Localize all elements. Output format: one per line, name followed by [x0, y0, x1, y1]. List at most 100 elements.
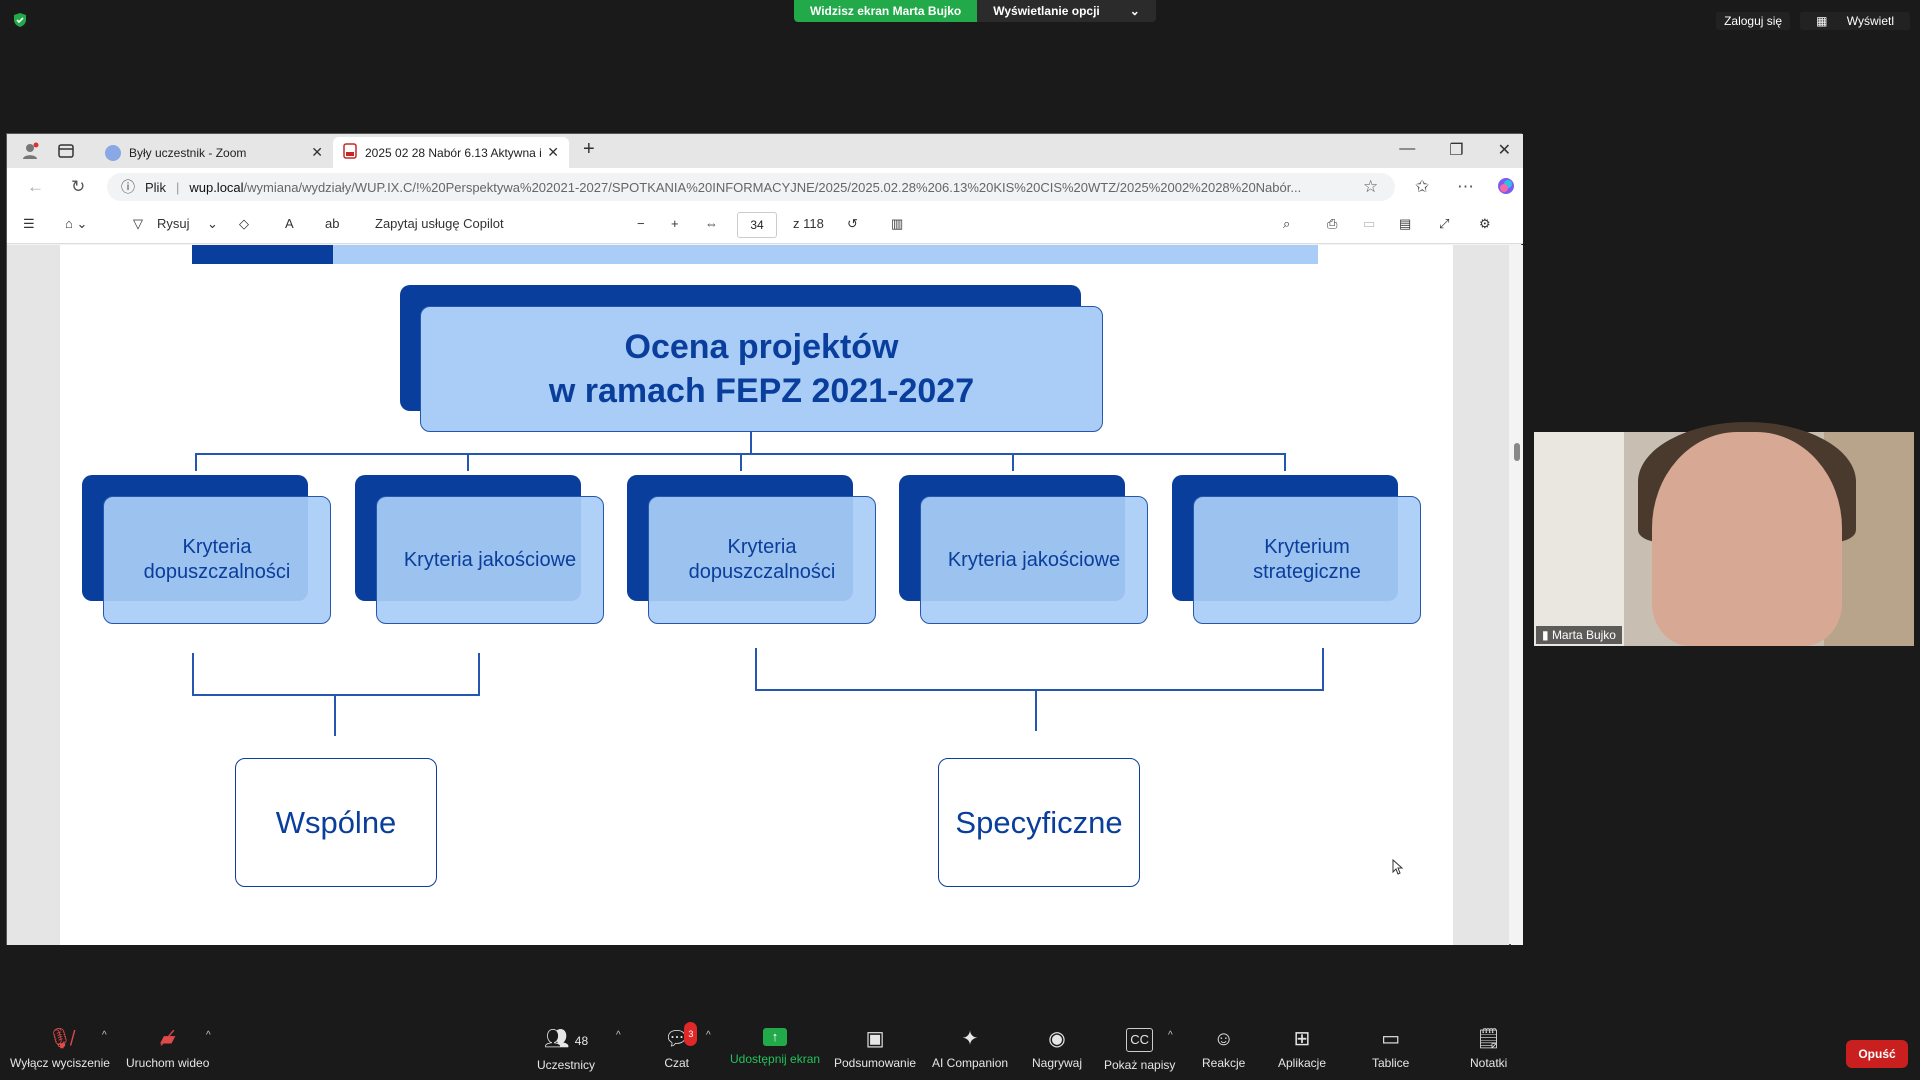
reactions-label: Reakcje — [1202, 1056, 1246, 1070]
chevron-up-icon[interactable]: ^ — [206, 1030, 211, 1041]
draw-label[interactable]: Rysuj — [157, 216, 190, 231]
fullscreen-icon[interactable]: ⤢ — [1439, 216, 1450, 231]
highlight-icon[interactable]: ⌂ ⌄ — [65, 216, 88, 231]
zoom-top-bar: Widzisz ekran Marta Bujko Wyświetlanie o… — [0, 0, 1920, 40]
record-button[interactable]: ◉ Nagrywaj — [1032, 1028, 1082, 1070]
connector — [740, 453, 742, 471]
close-icon[interactable]: ✕ — [311, 144, 323, 160]
shield-icon[interactable] — [12, 12, 28, 28]
whiteboard-icon: ▭ — [1381, 1028, 1401, 1050]
chat-button[interactable]: 💬︎3 Czat — [664, 1022, 698, 1070]
zoom-in-icon[interactable]: + — [671, 216, 679, 231]
reactions-button[interactable]: ☺ Reakcje — [1202, 1028, 1245, 1070]
chevron-down-icon[interactable]: ⌄ — [207, 216, 218, 231]
translate-icon[interactable]: ab — [325, 216, 340, 231]
notes-button[interactable]: 🗒︎ Notatki — [1470, 1028, 1507, 1070]
start-video-button[interactable]: ▰̸ Uruchom wideo — [126, 1028, 209, 1070]
unmute-button[interactable]: 🎙︎̸ Wyłącz wyciszenie — [10, 1028, 110, 1070]
slide-title: Ocena projektów w ramach FEPZ 2021-2027 — [420, 306, 1103, 432]
back-icon[interactable]: ← — [27, 177, 44, 196]
restore-icon[interactable]: ❐ — [1449, 142, 1464, 159]
record-icon: ◉ — [1048, 1028, 1066, 1050]
view-button[interactable]: ▦ Wyświetl — [1800, 12, 1910, 30]
criteria-line-2: dopuszczalności — [688, 561, 836, 583]
share-screen-button[interactable]: ↑ Udostępnij ekran — [730, 1028, 820, 1066]
fit-width-icon[interactable]: ⇔ — [705, 216, 718, 231]
copilot-icon[interactable] — [1497, 177, 1515, 200]
apps-label: Aplikacje — [1278, 1056, 1327, 1070]
login-button[interactable]: Zaloguj się — [1716, 12, 1791, 30]
contents-icon[interactable]: ☰ — [23, 216, 35, 231]
reaction-icon: ☺ — [1213, 1028, 1234, 1050]
address-field[interactable]: ⓘ Plik | wup.local/wymiana/wydziały/WUP.… — [107, 173, 1395, 201]
connector — [750, 432, 752, 454]
participant-video[interactable]: ▮ Marta Bujko — [1534, 422, 1914, 646]
star-icon[interactable]: ☆ — [1363, 177, 1379, 196]
participants-button[interactable]: 👥︎ 48 Uczestnicy — [537, 1028, 595, 1072]
close-icon[interactable]: ✕ — [547, 144, 559, 160]
criteria-line-1: Kryteria — [182, 536, 252, 558]
apps-icon: ⊞ — [1293, 1028, 1311, 1050]
chevron-down-icon: ⌄ — [1129, 4, 1140, 18]
title-line-2: w ramach FEPZ 2021-2027 — [548, 372, 975, 410]
connector — [192, 694, 480, 696]
pdf-favicon-icon — [343, 143, 357, 162]
chevron-up-icon[interactable]: ^ — [1168, 1030, 1173, 1041]
more-icon[interactable]: ⋯ — [1457, 177, 1474, 196]
close-window-icon[interactable]: ✕ — [1497, 142, 1511, 159]
chevron-up-icon[interactable]: ^ — [616, 1030, 621, 1041]
ai-companion-button[interactable]: ✦ AI Companion — [932, 1028, 1008, 1070]
pdf-viewport[interactable]: Ocena projektów w ramach FEPZ 2021-2027 … — [7, 245, 1509, 945]
notes-icon: 🗒︎ — [1475, 1028, 1502, 1050]
page-total-label: z 118 — [793, 216, 824, 231]
search-icon[interactable]: ⌕ — [1283, 216, 1291, 231]
eraser-icon[interactable]: ◇ — [239, 216, 249, 231]
view-options-button[interactable]: Wyświetlanie opcji ⌄ — [977, 0, 1156, 22]
rotate-icon[interactable]: ↺ — [847, 216, 858, 231]
criteria-box: Kryteria dopuszczalności — [103, 496, 331, 624]
tab-zoom[interactable]: Były uczestnik - Zoom ✕ — [95, 137, 333, 168]
chat-badge: 3 — [684, 1022, 698, 1046]
zoom-out-icon[interactable]: − — [637, 216, 645, 231]
url-path: /wymiana/wydziały/WUP.IX.C/!%20Perspekty… — [243, 179, 1302, 195]
tab-actions-icon[interactable] — [57, 142, 75, 165]
page-view-icon[interactable]: ▥ — [891, 216, 904, 231]
save-as-icon[interactable]: ▤ — [1399, 216, 1412, 231]
chevron-up-icon[interactable]: ^ — [102, 1030, 107, 1041]
microphone-muted-icon: 🎙︎̸ — [47, 1028, 73, 1050]
title-line-1: Ocena projektów — [624, 328, 899, 366]
settings-icon[interactable]: ⚙ — [1479, 216, 1491, 231]
page-number-input[interactable]: 34 — [737, 212, 777, 238]
criteria-box: Kryterium strategiczne — [1193, 496, 1421, 624]
profile-icon[interactable] — [21, 142, 39, 165]
print-icon[interactable]: ⎙ — [1327, 216, 1338, 231]
tab-pdf[interactable]: 2025 02 28 Nabór 6.13 Aktywna i ✕ — [333, 137, 569, 168]
minimize-icon[interactable]: — — [1399, 140, 1416, 157]
leave-button[interactable]: Opuść — [1846, 1040, 1908, 1068]
read-aloud-icon[interactable]: A — [285, 216, 294, 231]
zoom-favicon-icon — [105, 144, 121, 161]
captions-button[interactable]: CC Pokaż napisy — [1104, 1028, 1175, 1072]
favorites-icon[interactable]: ✩ — [1415, 177, 1430, 196]
participants-icon: 👥︎ 48 — [543, 1028, 589, 1050]
pdf-scrollbar[interactable] — [1511, 245, 1523, 945]
reload-icon[interactable]: ↻ — [71, 177, 86, 196]
share-screen-label: Udostępnij ekran — [730, 1052, 821, 1066]
summary-button[interactable]: ▣ Podsumowanie — [834, 1028, 916, 1070]
scroll-thumb[interactable] — [1514, 443, 1520, 461]
tab-label: Były uczestnik - Zoom — [129, 145, 247, 160]
save-icon[interactable]: ▭ — [1363, 216, 1376, 231]
new-tab-icon[interactable]: + — [583, 138, 595, 160]
window-controls: — ❐ ✕ — [1399, 140, 1511, 160]
pdf-toolbar: ☰ ⌂ ⌄ ▽ Rysuj ⌄ ◇ A ab Zapytaj usługę Co… — [7, 206, 1523, 244]
chevron-up-icon[interactable]: ^ — [706, 1030, 711, 1041]
copilot-ask-button[interactable]: Zapytaj usługę Copilot — [375, 216, 504, 231]
summary-icon: ▣ — [865, 1028, 885, 1050]
criteria-box: Kryteria dopuszczalności — [648, 496, 876, 624]
participant-name: Marta Bujko — [1551, 628, 1616, 642]
apps-button[interactable]: ⊞ Aplikacje — [1278, 1028, 1326, 1070]
participants-count: 48 — [574, 1034, 589, 1048]
zoom-toolbar: 🎙︎̸ Wyłącz wyciszenie ^ ▰̸ Uruchom wideo… — [0, 1016, 1920, 1080]
whiteboards-button[interactable]: ▭ Tablice — [1372, 1028, 1409, 1070]
draw-icon[interactable]: ▽ — [133, 216, 143, 231]
